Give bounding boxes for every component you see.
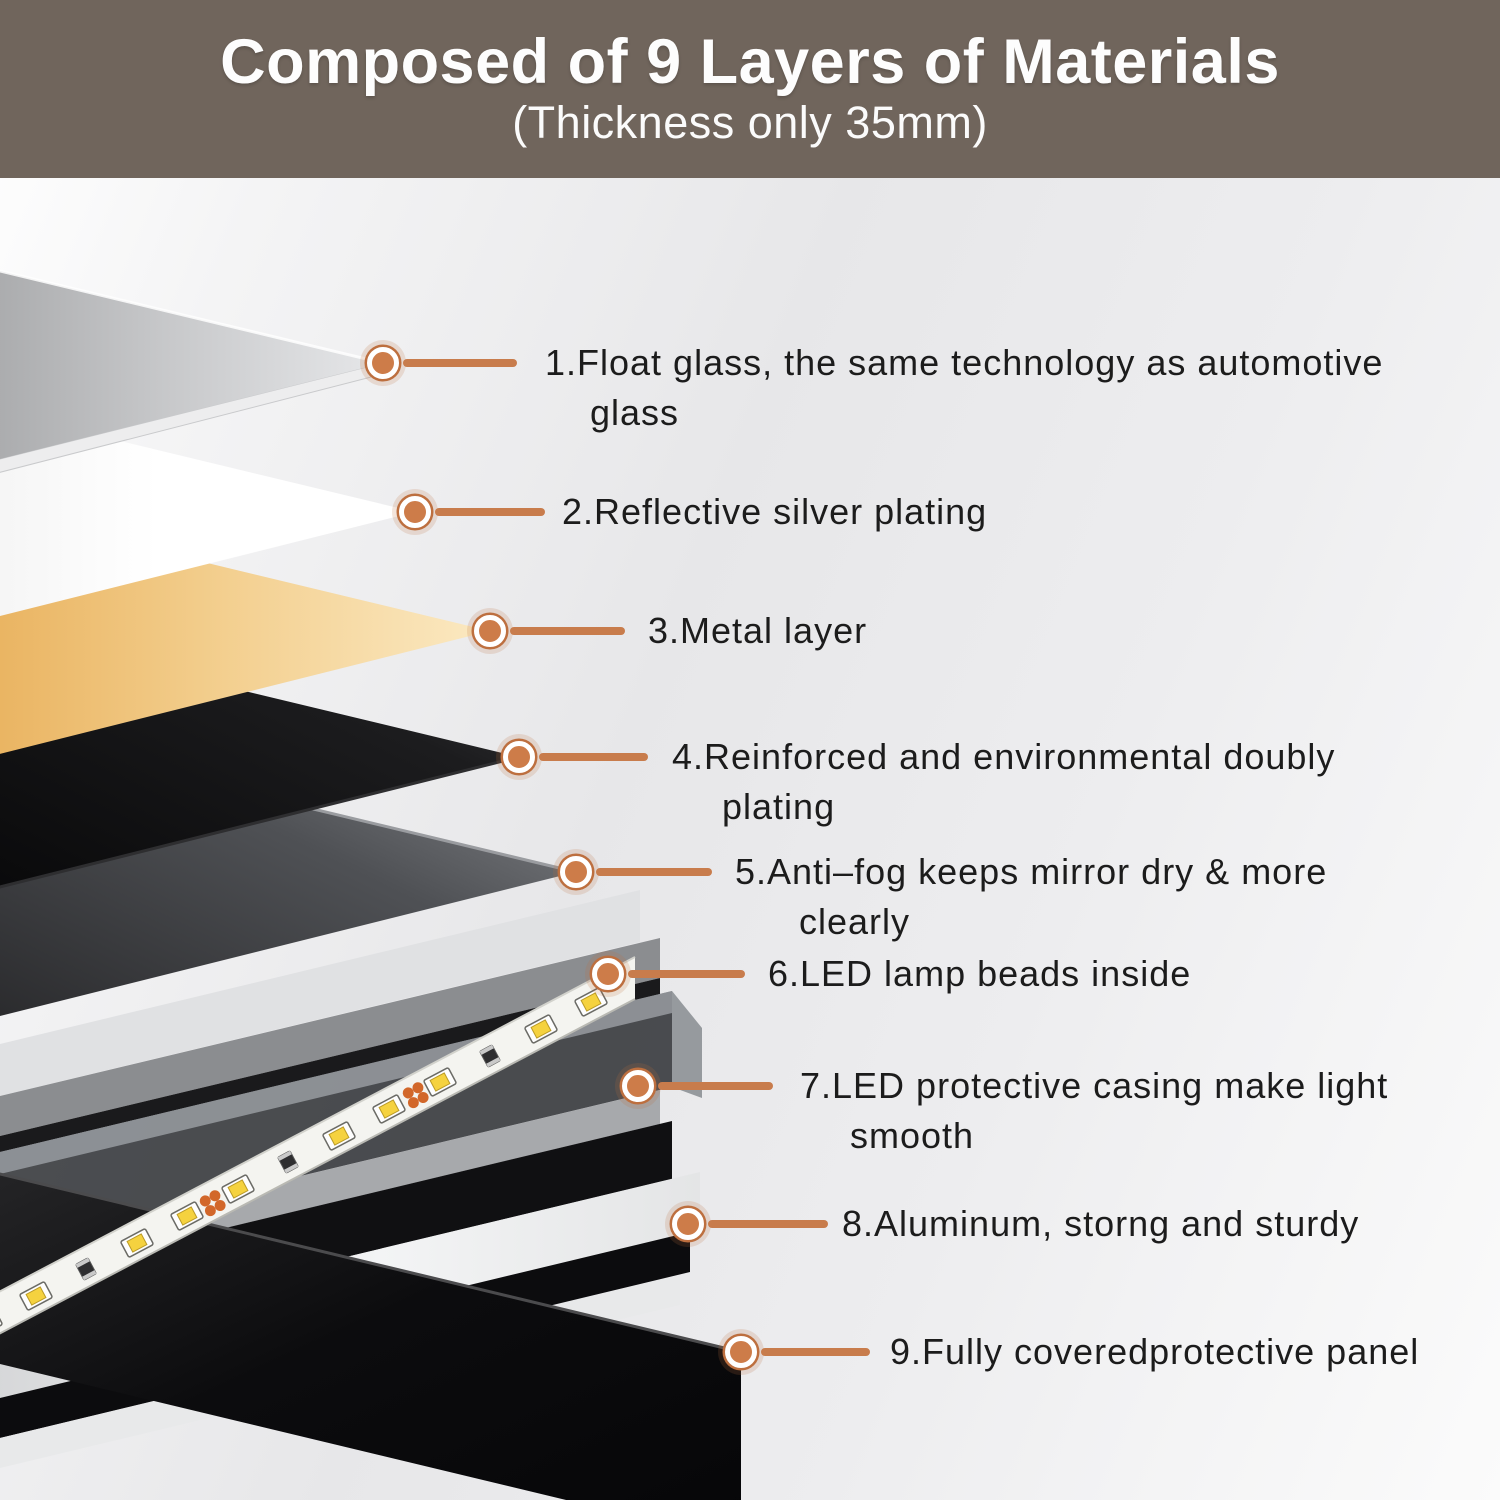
- callout-marker-5: [560, 856, 592, 888]
- layer-label-3: 3.Metal layer: [648, 610, 868, 651]
- callout-marker-2: [399, 496, 431, 528]
- layer-label-2: 2.Reflective silver plating: [562, 491, 988, 532]
- callout-line-6: [628, 970, 745, 978]
- layer-label-1: 1.Float glass, the same technology as au…: [545, 342, 1384, 433]
- callout-marker-6: [592, 958, 624, 990]
- callout-marker-1: [367, 347, 399, 379]
- silver-plating-sheet: [0, 412, 415, 616]
- callout-marker-3: [474, 615, 506, 647]
- callout-line-7: [658, 1082, 773, 1090]
- layer-label-4: 4.Reinforced and environmental doubly pl…: [672, 736, 1336, 827]
- protective-back-panel: [0, 1172, 742, 1500]
- callout-line-8: [708, 1220, 828, 1228]
- callout-marker-4: [503, 741, 535, 773]
- callout-line-3: [510, 627, 625, 635]
- layer-label-6: 6.LED lamp beads inside: [768, 953, 1192, 994]
- header-banner: Composed of 9 Layers of Materials (Thick…: [0, 0, 1500, 178]
- layer-label-7: 7.LED protective casing make light smoot…: [800, 1065, 1389, 1156]
- callout-line-9: [761, 1348, 870, 1356]
- page-subtitle: (Thickness only 35mm): [512, 97, 988, 148]
- led-lamp-beads: [0, 987, 608, 1338]
- callout-marker-8: [672, 1208, 704, 1240]
- led-strip: [0, 956, 636, 1338]
- callout-line-2: [435, 508, 545, 516]
- layer-label-8: 8.Aluminum, storng and sturdy: [842, 1203, 1360, 1244]
- page-title: Composed of 9 Layers of Materials: [220, 27, 1280, 97]
- callout-marker-7: [622, 1070, 654, 1102]
- callout-line-4: [539, 753, 648, 761]
- callout-line-5: [596, 868, 712, 876]
- callout-marker-9: [725, 1336, 757, 1368]
- layer-label-9: 9.Fully coveredprotective panel: [890, 1331, 1420, 1372]
- callout-line-1: [403, 359, 517, 367]
- layer-label-5: 5.Anti–fog keeps mirror dry & more clear…: [735, 851, 1328, 942]
